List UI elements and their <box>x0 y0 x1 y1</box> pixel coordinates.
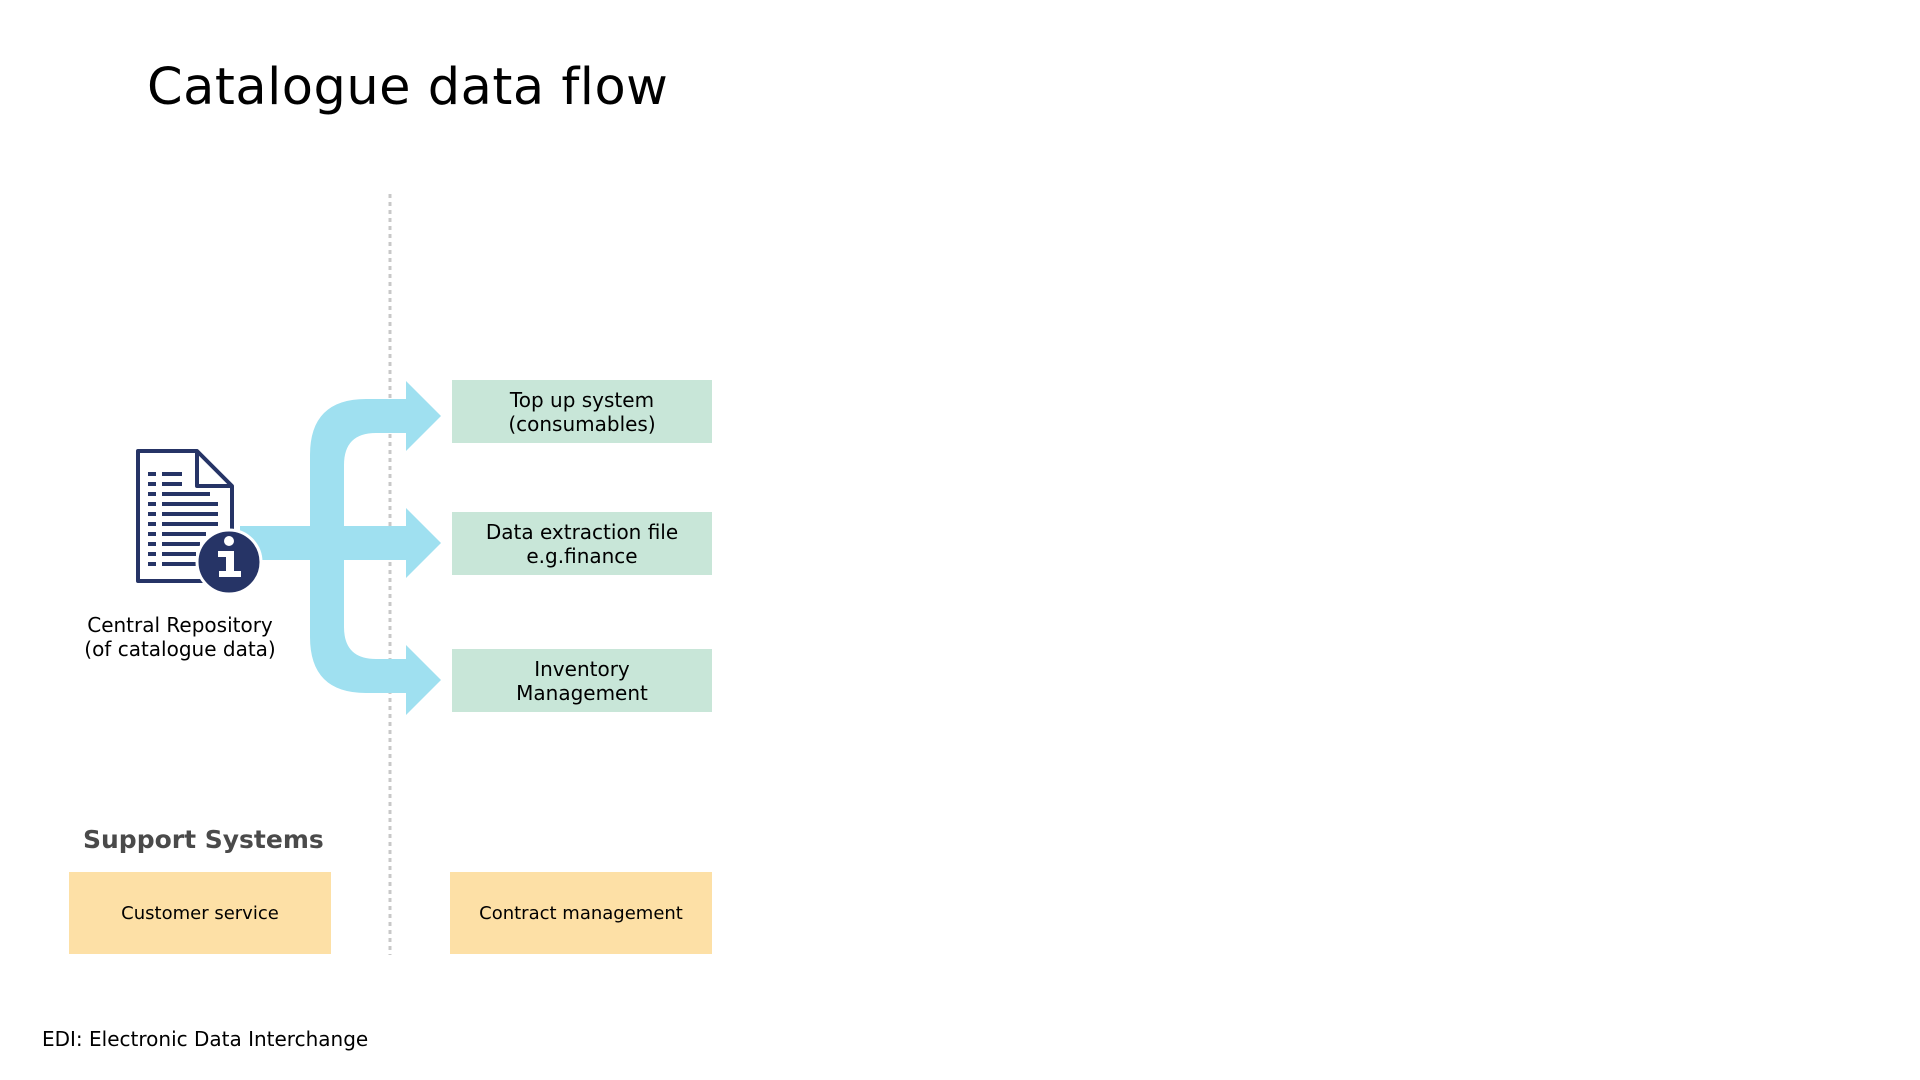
arrow-branch-top <box>310 399 408 560</box>
arrow-head-middle <box>406 508 441 578</box>
page-title: Catalogue data flow <box>147 58 669 117</box>
target-data-extraction-file: Data extraction file e.g.finance <box>452 512 712 575</box>
repository-label: Central Repository (of catalogue data) <box>84 613 276 661</box>
arrow-branch-bottom <box>310 526 408 693</box>
target-top-up-system: Top up system (consumables) <box>452 380 712 443</box>
document-info-icon <box>136 449 263 596</box>
flow-arrows <box>240 381 441 715</box>
footnote: EDI: Electronic Data Interchange <box>42 1027 369 1051</box>
support-systems-heading: Support Systems <box>83 825 324 854</box>
support-customer-service: Customer service <box>69 872 331 954</box>
arrow-head-bottom <box>406 645 441 715</box>
arrow-head-top <box>406 381 441 451</box>
support-contract-management: Contract management <box>450 872 712 954</box>
target-inventory-management: Inventory Management <box>452 649 712 712</box>
